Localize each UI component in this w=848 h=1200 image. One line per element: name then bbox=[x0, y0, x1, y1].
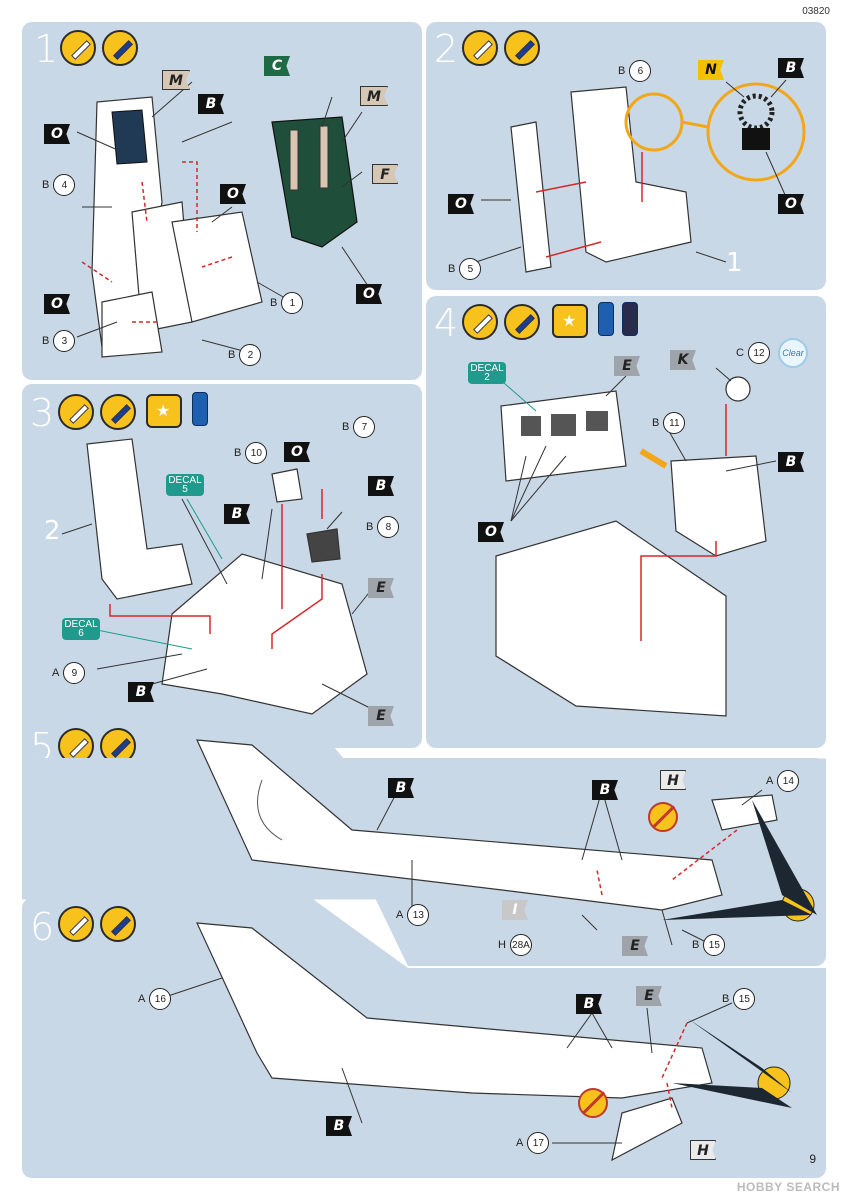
step-number: 1 bbox=[34, 27, 59, 71]
tag-O: O bbox=[44, 124, 70, 144]
tag-E: E bbox=[622, 936, 648, 956]
fuselage-port-half-drawing bbox=[196, 739, 817, 946]
tag-N: N bbox=[698, 60, 724, 80]
step-3-panel: 3 2 B10 bbox=[22, 384, 422, 748]
ejection-seat-drawing bbox=[76, 81, 373, 358]
tag-O: O bbox=[284, 442, 310, 462]
tag-H: H bbox=[690, 1140, 716, 1160]
paint-brush-icon bbox=[504, 304, 540, 340]
tag-B: B bbox=[592, 780, 618, 800]
seat-assembly-drawing bbox=[475, 79, 806, 273]
cockpit-tub-drawing bbox=[61, 438, 373, 715]
page-number: 9 bbox=[809, 1152, 816, 1166]
decal-tray-icon bbox=[146, 394, 182, 428]
tag-B: B bbox=[198, 94, 224, 114]
tag-B: B bbox=[778, 452, 804, 472]
tag-C: C bbox=[264, 56, 290, 76]
tag-O: O bbox=[220, 184, 246, 204]
tag-O: O bbox=[356, 284, 382, 304]
no-glue-icon bbox=[578, 1088, 608, 1118]
tag-E: E bbox=[368, 706, 394, 726]
tag-B: B bbox=[388, 778, 414, 798]
tag-M: M bbox=[162, 70, 190, 90]
fuselage-starboard-half-drawing bbox=[161, 922, 792, 1162]
tag-I: I bbox=[502, 900, 528, 920]
sub-assembly-ref-2: 2 bbox=[44, 516, 61, 546]
tag-O: O bbox=[478, 522, 504, 542]
decal-soft-bottle-icon bbox=[192, 392, 208, 426]
tag-E: E bbox=[368, 578, 394, 598]
tag-M: M bbox=[360, 86, 388, 106]
paint-brush-icon bbox=[100, 906, 136, 942]
tag-K: K bbox=[670, 350, 696, 370]
tag-B: B bbox=[224, 504, 250, 524]
cutter-icon bbox=[58, 394, 94, 430]
step-1-panel: 1 bbox=[22, 22, 422, 380]
decal-soft-bottle-icon bbox=[598, 302, 614, 336]
watermark: HOBBY SEARCH bbox=[736, 1180, 840, 1194]
tag-B: B bbox=[576, 994, 602, 1014]
paint-brush-icon bbox=[100, 394, 136, 430]
cutter-icon bbox=[462, 30, 498, 66]
clear-paint-badge: Clear bbox=[778, 338, 808, 368]
tag-E: E bbox=[614, 356, 640, 376]
tag-B: B bbox=[326, 1116, 352, 1136]
step-number: 4 bbox=[434, 301, 459, 345]
tag-B: B bbox=[368, 476, 394, 496]
step-number: 3 bbox=[30, 391, 55, 435]
paint-brush-icon bbox=[504, 30, 540, 66]
paint-brush-icon bbox=[102, 30, 138, 66]
instrument-panel-drawing bbox=[495, 367, 777, 717]
tag-F: F bbox=[372, 164, 398, 184]
sub-assembly-ref-1: 1 bbox=[726, 248, 743, 278]
tag-E: E bbox=[636, 986, 662, 1006]
clear-bottle-icon bbox=[622, 302, 638, 336]
cutter-icon bbox=[58, 906, 94, 942]
tag-O: O bbox=[448, 194, 474, 214]
no-glue-icon bbox=[648, 802, 678, 832]
cutter-icon bbox=[462, 304, 498, 340]
step-number: 2 bbox=[434, 27, 459, 71]
tag-O: O bbox=[778, 194, 804, 214]
tag-O: O bbox=[44, 294, 70, 314]
tag-B: B bbox=[778, 58, 804, 78]
document-code: 03820 bbox=[802, 6, 830, 17]
step-number: 6 bbox=[30, 905, 55, 949]
tag-H: H bbox=[660, 770, 686, 790]
tag-B: B bbox=[128, 682, 154, 702]
cutter-icon bbox=[60, 30, 96, 66]
decal-tray-icon bbox=[552, 304, 588, 338]
